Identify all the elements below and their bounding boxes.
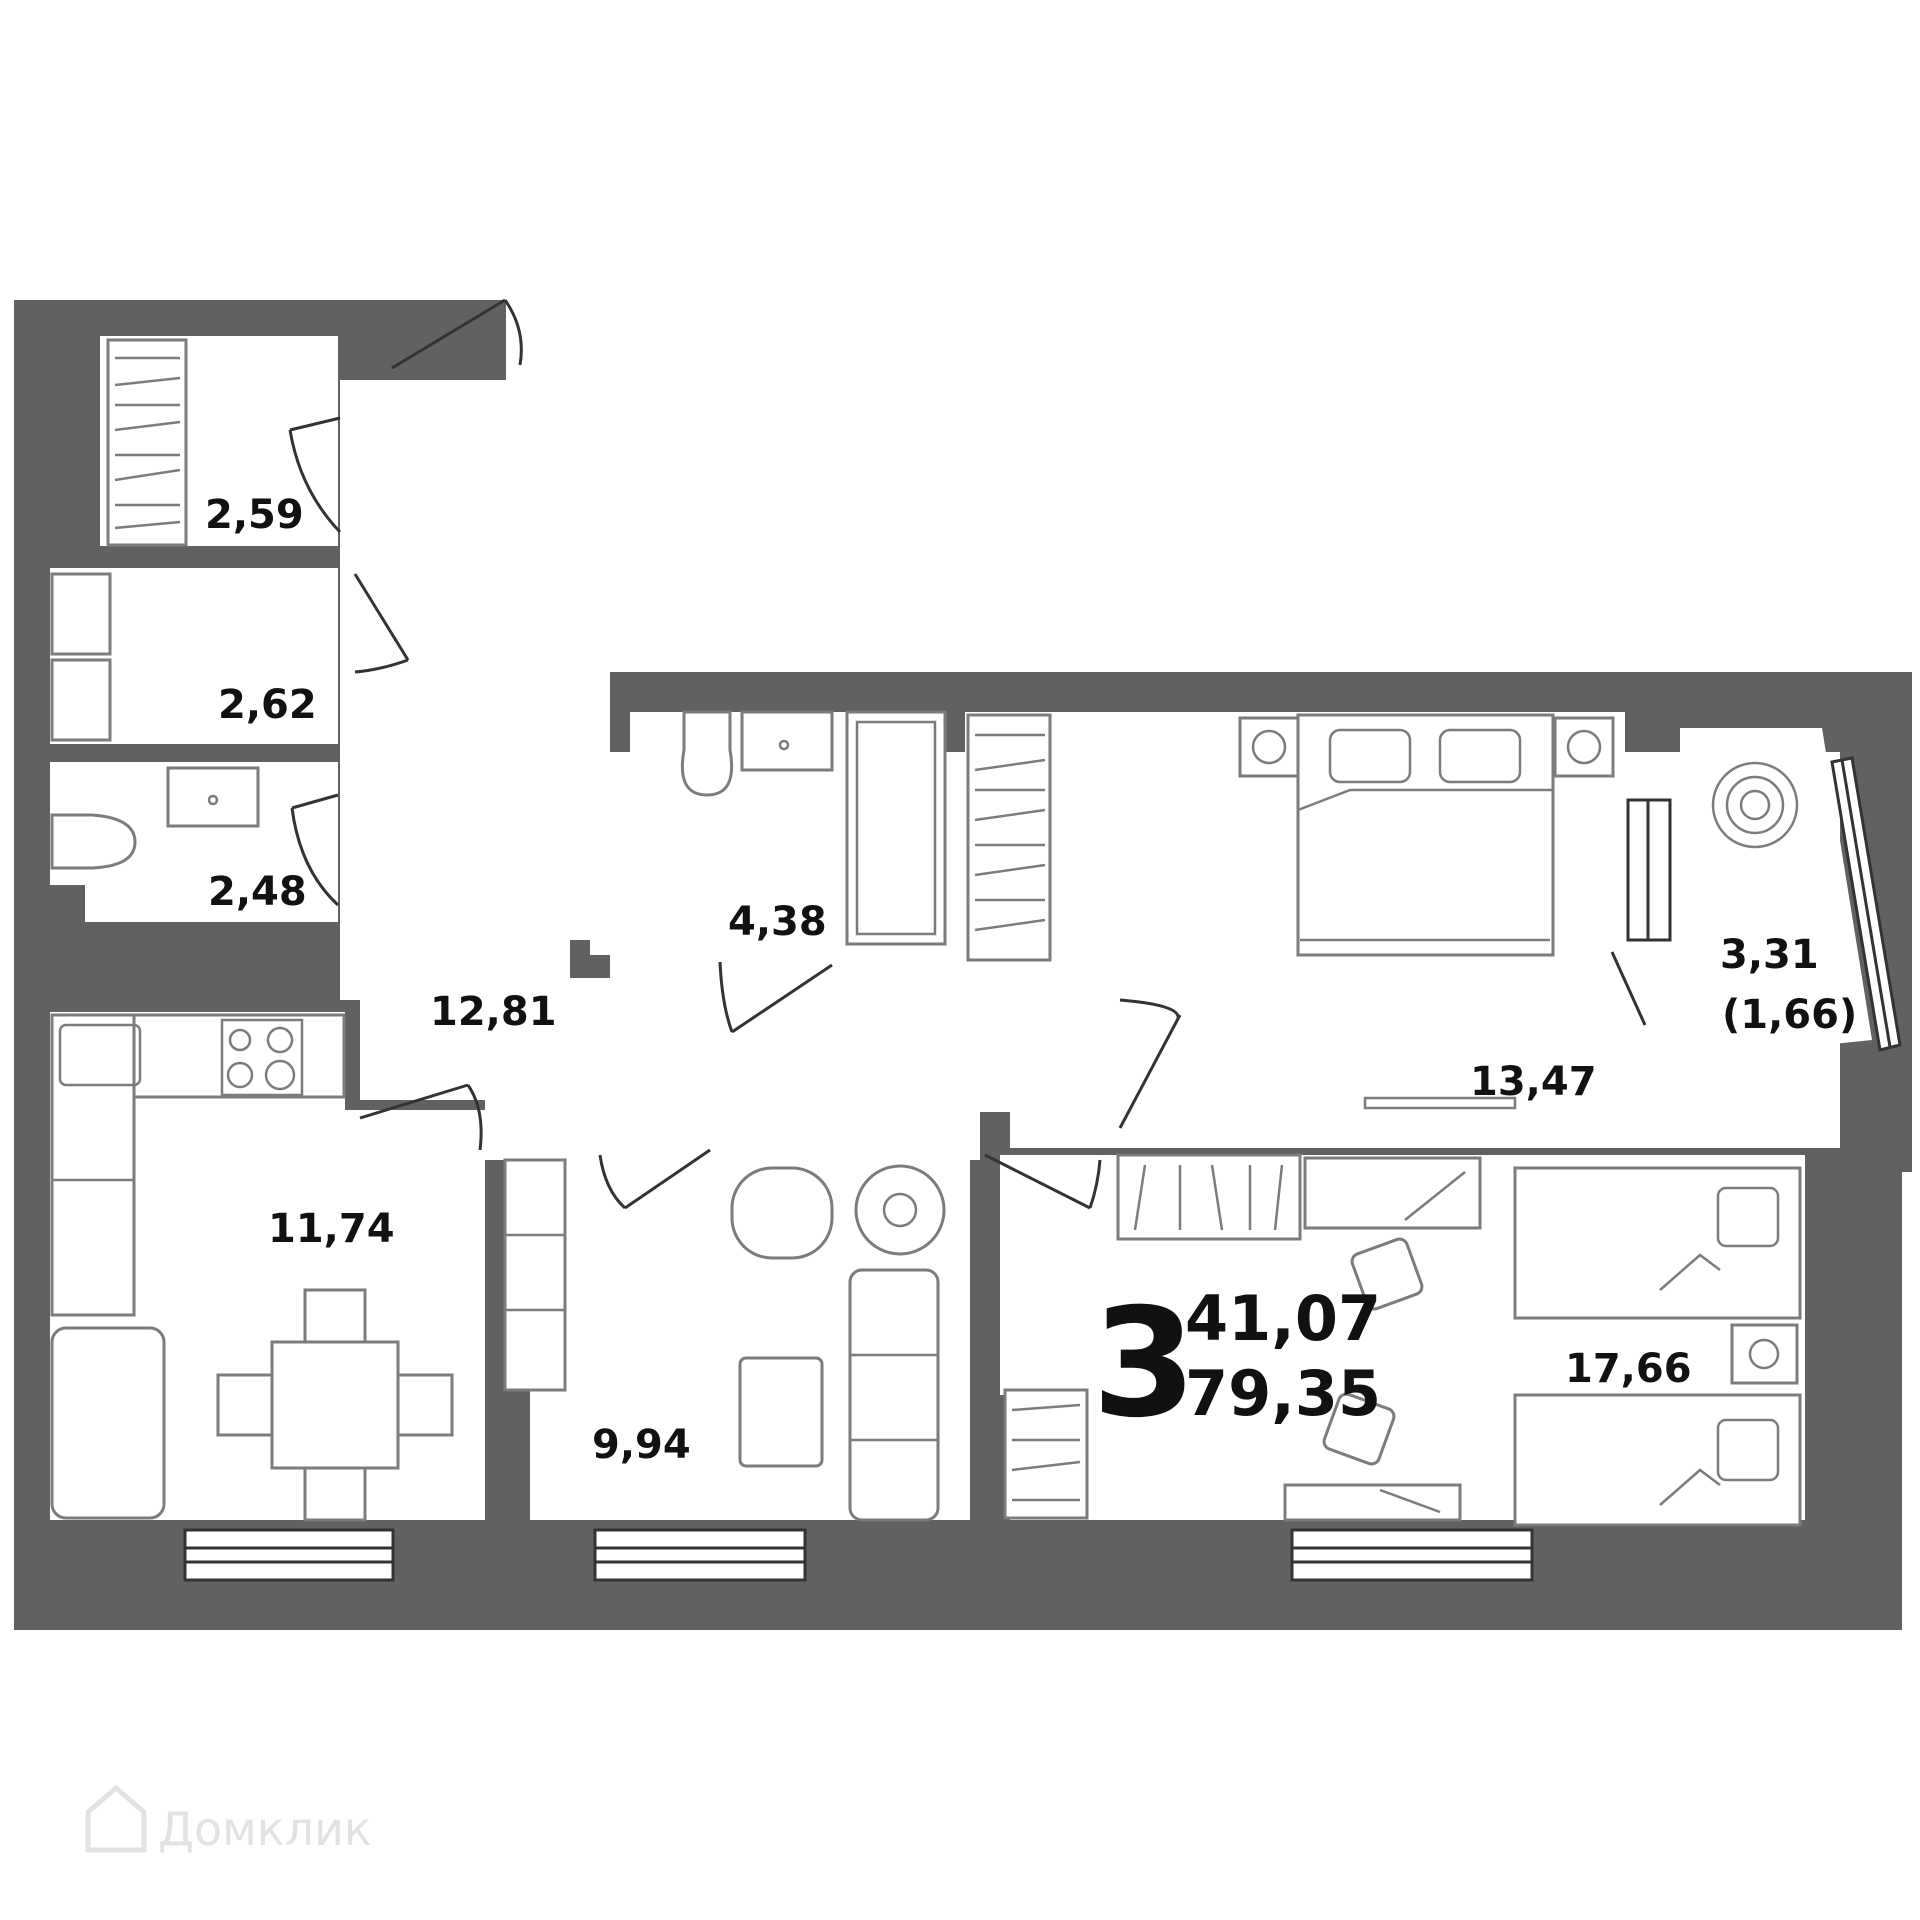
area-label-hallway: 12,81: [430, 989, 557, 1035]
door-toilet: [290, 793, 340, 907]
windows: [183, 756, 1902, 1582]
wardrobe-kids-1: [1116, 1153, 1302, 1241]
area-label-bedroom: 13,47: [1470, 1059, 1597, 1105]
window-living-room: [593, 1528, 807, 1582]
balcony-plant: [1711, 761, 1799, 849]
window-balcony: [1830, 756, 1902, 1052]
chair-kids-2: [1322, 1392, 1396, 1466]
house-logo-icon: [85, 1784, 147, 1853]
double-bed: [1296, 713, 1555, 957]
watermark: Домклик: [85, 1784, 372, 1856]
room-area-labels: 2,59 2,62 2,48 12,81 4,38 13,47 3,31 (1,…: [205, 492, 1857, 1468]
wardrobe-kids-2: [1003, 1388, 1089, 1520]
chair-kids-1: [1350, 1237, 1424, 1311]
wardrobe-storage-1: [106, 338, 188, 547]
area-label-bathroom: 4,38: [728, 899, 827, 945]
door-kids-room: [984, 1153, 1102, 1210]
area-label-balcony: 3,31: [1720, 932, 1819, 978]
apartment-summary: 3 41,07 79,35: [1092, 1277, 1381, 1451]
cabinets-storage-2: [50, 572, 112, 742]
desk-kids-2: [1283, 1483, 1462, 1522]
living-area-total: 41,07: [1185, 1282, 1381, 1355]
door-living-room: [598, 1148, 711, 1210]
area-label-storage-2: 2,62: [218, 682, 317, 728]
sofa-living: [848, 1268, 940, 1522]
nightstand-kids: [1730, 1323, 1799, 1385]
furniture: [50, 338, 1802, 1527]
door-balcony-swing: [1610, 951, 1647, 1026]
nightstand-left: [1238, 716, 1300, 778]
stove: [220, 1018, 304, 1097]
area-label-living-room: 9,94: [592, 1422, 691, 1468]
total-area: 79,35: [1185, 1357, 1381, 1430]
window-kids-room: [1290, 1528, 1534, 1582]
bathtub: [845, 710, 947, 946]
rooms-count: 3: [1092, 1277, 1196, 1451]
door-storage-1: [288, 416, 342, 534]
area-label-balcony-reduced: (1,66): [1722, 992, 1857, 1038]
sink-bathroom: [740, 710, 834, 772]
nightstand-right: [1553, 716, 1615, 778]
kitchen-counter: [50, 1013, 346, 1317]
watermark-text: Домклик: [158, 1802, 372, 1856]
dining-table: [216, 1288, 454, 1522]
sink-toilet-room: [166, 766, 260, 828]
door-kitchen: [359, 1083, 483, 1151]
area-label-toilet: 2,48: [208, 869, 307, 915]
door-bedroom: [1118, 998, 1182, 1129]
area-label-storage-1: 2,59: [205, 492, 304, 538]
doors: [288, 298, 1647, 1210]
balcony-door: [1626, 798, 1672, 942]
coffee-table-living: [738, 1356, 824, 1468]
armchair-living: [730, 1166, 834, 1260]
tv-unit-living: [503, 1158, 567, 1392]
round-table-living: [854, 1164, 946, 1256]
tv-stand-bedroom: [1363, 1096, 1517, 1110]
bed-kids-1: [1513, 1166, 1802, 1320]
area-label-kitchen: 11,74: [268, 1206, 395, 1252]
kitchen-sink: [58, 1023, 142, 1087]
door-storage-2: [353, 573, 410, 674]
window-kitchen: [183, 1528, 395, 1582]
entrance-door: [391, 298, 523, 370]
toilet-bowl: [50, 813, 137, 870]
door-bathroom: [718, 961, 833, 1034]
wardrobe-bedroom: [966, 713, 1052, 962]
kitchen-sofa: [50, 1326, 166, 1520]
bed-kids-2: [1513, 1393, 1802, 1527]
area-label-kids-room: 17,66: [1565, 1346, 1692, 1392]
toilet-bathroom: [680, 710, 734, 797]
desk-kids-1: [1303, 1156, 1482, 1230]
